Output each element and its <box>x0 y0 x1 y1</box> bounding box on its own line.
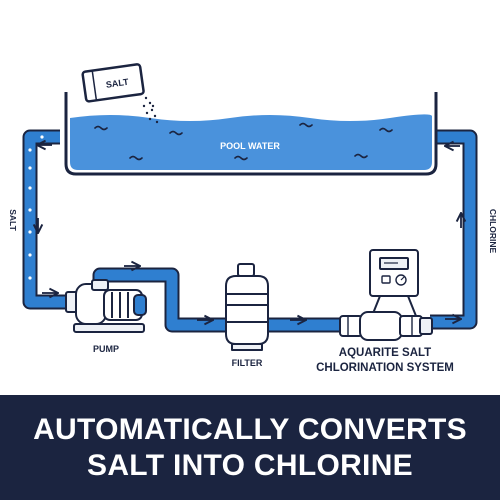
chlorine-side-label: CHLORINE <box>488 209 498 254</box>
wave-marks <box>94 122 393 161</box>
chlorinator <box>339 249 433 341</box>
filter-label: FILTER <box>232 358 263 368</box>
chlorinator-label-line2: CHLORINATION SYSTEM <box>316 362 454 374</box>
chlorinator-label-line1: AQUARITE SALT <box>339 347 431 359</box>
pump-label: PUMP <box>93 344 119 354</box>
pool: POOL WATER <box>64 92 438 176</box>
flow-arrows <box>38 145 461 320</box>
salt-chlorination-diagram: POOL WATER SALT SALT CHLORINE <box>8 63 498 374</box>
headline-line-1: AUTOMATICALLY CONVERTS <box>33 412 467 446</box>
salt-particles <box>142 96 159 124</box>
pool-label: POOL WATER <box>220 141 280 151</box>
filter <box>225 263 269 351</box>
pump <box>65 279 147 333</box>
headline-banner: AUTOMATICALLY CONVERTS SALT INTO CHLORIN… <box>0 395 500 500</box>
salt-bag: SALT <box>81 63 159 124</box>
headline-line-2: SALT INTO CHLORINE <box>87 448 413 482</box>
salt-side-label: SALT <box>8 209 18 231</box>
salt-bag-label: SALT <box>105 77 129 90</box>
